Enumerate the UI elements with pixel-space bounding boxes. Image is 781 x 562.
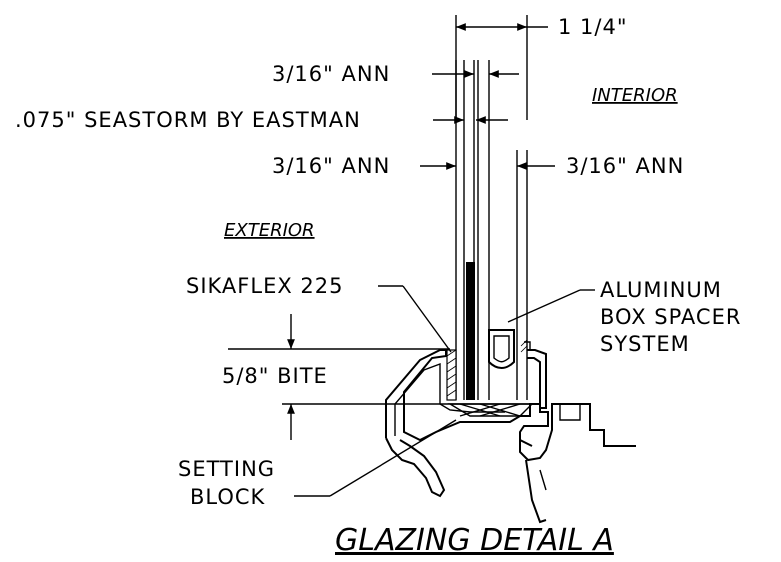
inner-lite-right-label: 3/16" ANN [566,154,684,178]
setting-block-label-line2: BLOCK [190,485,266,509]
exterior-label: EXTERIOR [224,220,315,241]
interlayer-label: .075" SEASTORM BY EASTMAN [15,108,361,132]
spacer-label-line3: SYSTEM [600,332,690,356]
overall-dimension: 1 1/4" [455,15,628,120]
outer-lite-label: 3/16" ANN [272,62,390,86]
overall-thickness-label: 1 1/4" [558,15,628,39]
bite-label: 5/8" BITE [222,364,328,388]
inner-lite-dimension: 3/16" ANN 3/16" ANN [272,154,684,178]
outer-lite-dimension: 3/16" ANN [272,62,519,86]
setting-block: SETTING BLOCK [178,403,534,509]
frame-extrusion [385,339,636,524]
spacer-label-line2: BOX SPACER [600,305,741,329]
interior-label: INTERIOR [592,85,678,106]
drawing-title: GLAZING DETAIL A [335,523,614,558]
interlayer-dimension: .075" SEASTORM BY EASTMAN [15,108,508,132]
inner-lite-left-label: 3/16" ANN [272,154,390,178]
sealant: SIKAFLEX 225 [186,274,457,401]
spacer-label-line1: ALUMINUM [600,278,722,302]
box-spacer: ALUMINUM BOX SPACER SYSTEM [488,278,741,369]
glass-lites [455,60,528,400]
setting-block-label-line1: SETTING [178,457,275,481]
sealant-label: SIKAFLEX 225 [186,274,343,298]
